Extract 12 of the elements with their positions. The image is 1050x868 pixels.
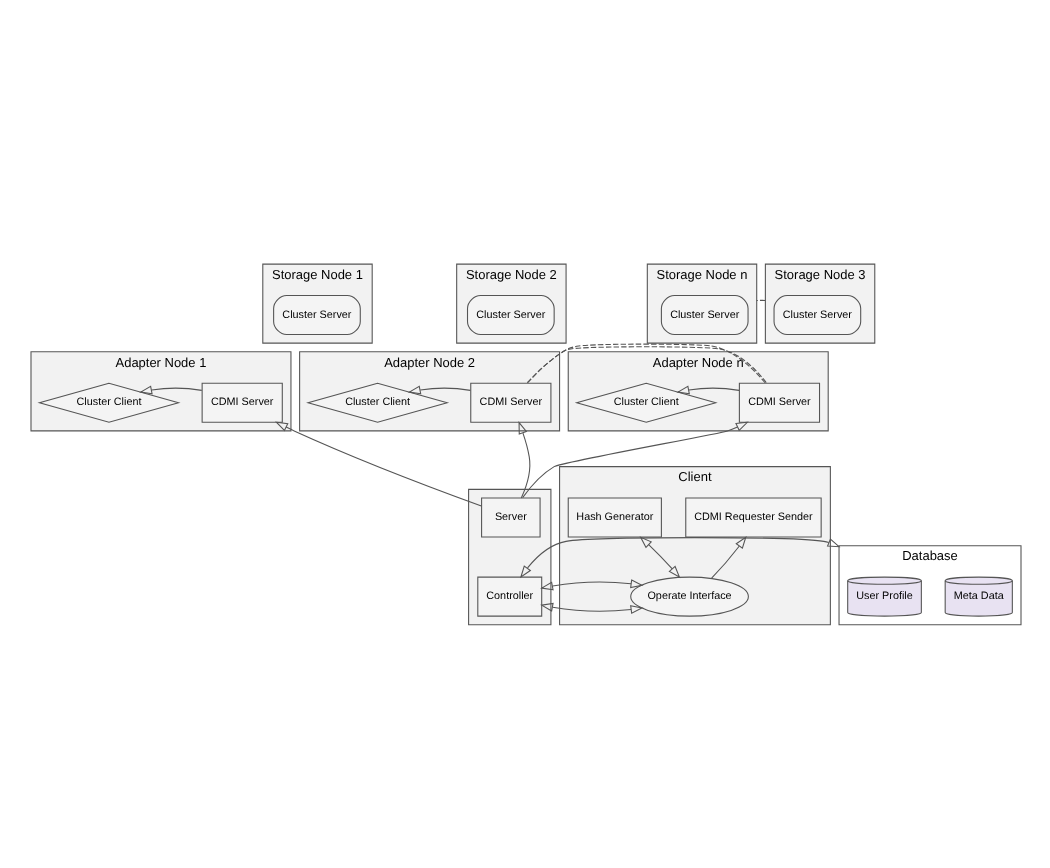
arrow (406, 384, 470, 394)
arrow (710, 534, 746, 578)
arrow (518, 536, 840, 578)
connector (525, 342, 767, 383)
arrow (675, 384, 739, 394)
arrow (517, 420, 530, 498)
arrow (638, 535, 680, 578)
connector (755, 298, 765, 300)
arrow (521, 420, 748, 498)
arrow (539, 578, 643, 614)
arrow (273, 420, 481, 506)
arrow (138, 384, 202, 394)
